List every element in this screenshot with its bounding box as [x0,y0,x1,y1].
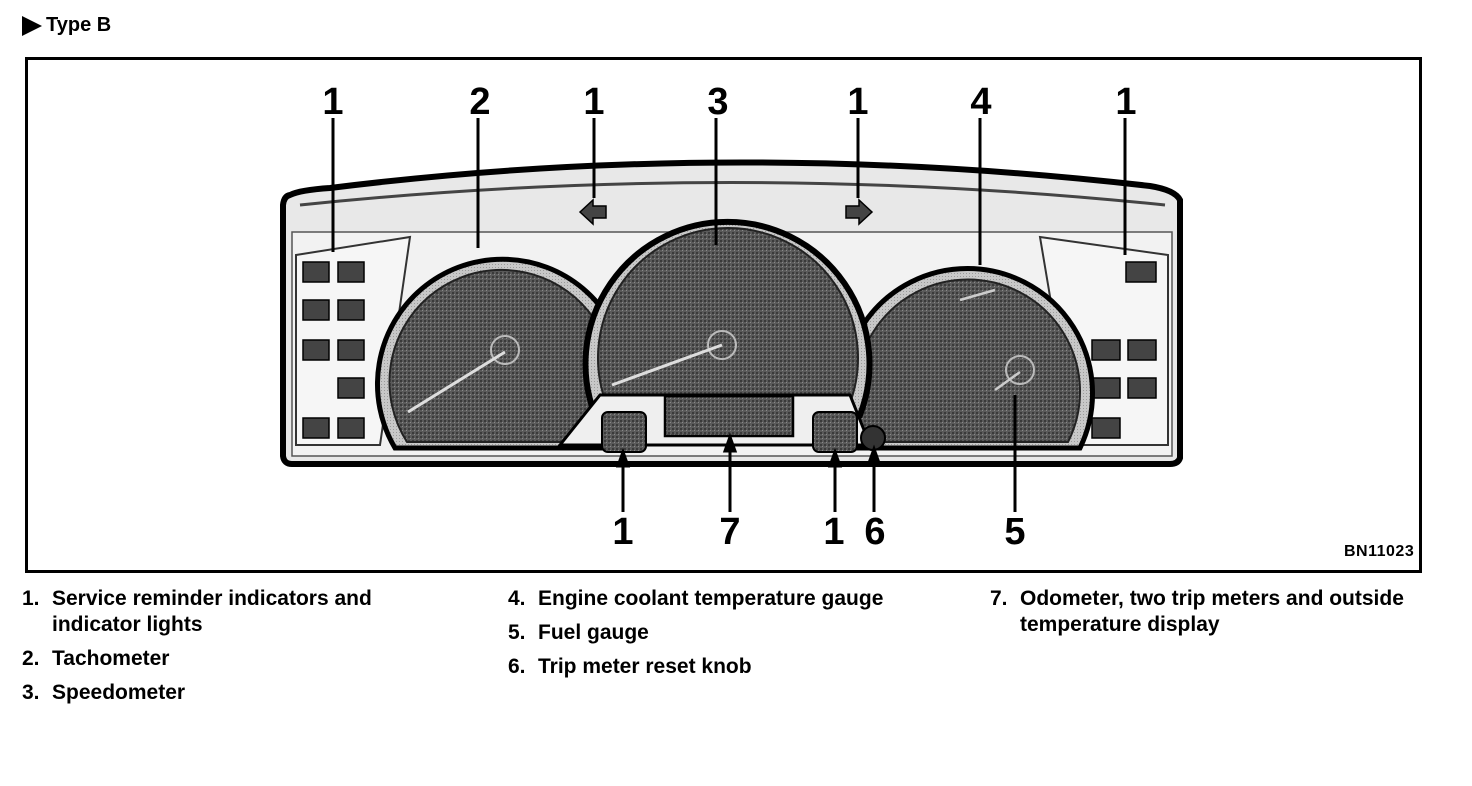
leader-lines [331,118,1127,512]
turn-signal-left-icon [578,198,607,226]
odometer-display-area [556,393,886,453]
callout-4: 4 [970,81,991,123]
callout-1: 1 [322,81,343,123]
heading-text: Type B [46,14,112,36]
cluster-top-rim [299,181,1166,207]
trip-reset-knob [860,425,886,451]
legend-item: 5. Fuel gauge [508,621,649,644]
fuel-needle [994,370,1021,392]
callout-2: 2 [469,81,490,123]
indicator-light [1091,417,1121,439]
coolant-needle [959,288,996,302]
section-heading: Type B [22,14,111,37]
indicator-light [1091,339,1121,361]
legend-item: 3. Speedometer [22,681,186,704]
indicator-light [337,261,365,283]
odometer-lcd [663,394,795,438]
indicator-light [337,377,365,399]
triangle-bullet-icon [22,15,42,36]
indicator-light [302,261,330,283]
indicator-light [337,299,365,321]
tachometer-needle [407,350,506,414]
legend-item: 7. Odometer, two trip meters and outside… [990,587,1404,636]
legend-item: 6. Trip meter reset knob [508,655,752,678]
callout-1: 1 [823,511,844,553]
callout-7: 7 [719,511,740,553]
legend-item: 1. Service reminder indicators and indic… [22,587,372,636]
callout-1: 1 [847,81,868,123]
callout-1: 1 [583,81,604,123]
callout-5: 5 [1004,511,1025,553]
indicator-light [302,339,330,361]
indicator-light [302,417,330,439]
callout-1: 1 [612,511,633,553]
indicator-light [337,417,365,439]
speedometer-gauge [582,218,873,418]
figure-frame [25,57,1422,573]
callout-6: 6 [864,511,885,553]
callout-3: 3 [707,81,728,123]
indicator-light [1091,377,1121,399]
indicator-light [1127,339,1157,361]
indicator-light [1127,377,1157,399]
indicator-light [1125,261,1157,283]
turn-signal-right-icon [845,198,874,226]
legend-item: 2. Tachometer [22,647,170,670]
indicator-light [812,411,858,453]
legend-column-3: 7. Odometer, two trip meters and outside… [990,586,1430,646]
indicator-light [302,299,330,321]
figure-code: BN11023 [1344,543,1415,560]
legend-column-1: 1. Service reminder indicators and indic… [22,586,402,714]
legend-column-2: 4. Engine coolant temperature gauge 5. F… [508,586,928,688]
indicator-light [337,339,365,361]
legend-item: 4. Engine coolant temperature gauge [508,587,884,610]
tachometer-gauge [375,256,630,451]
callout-1: 1 [1115,81,1136,123]
indicator-light [601,411,647,453]
speedometer-needle [611,343,723,387]
